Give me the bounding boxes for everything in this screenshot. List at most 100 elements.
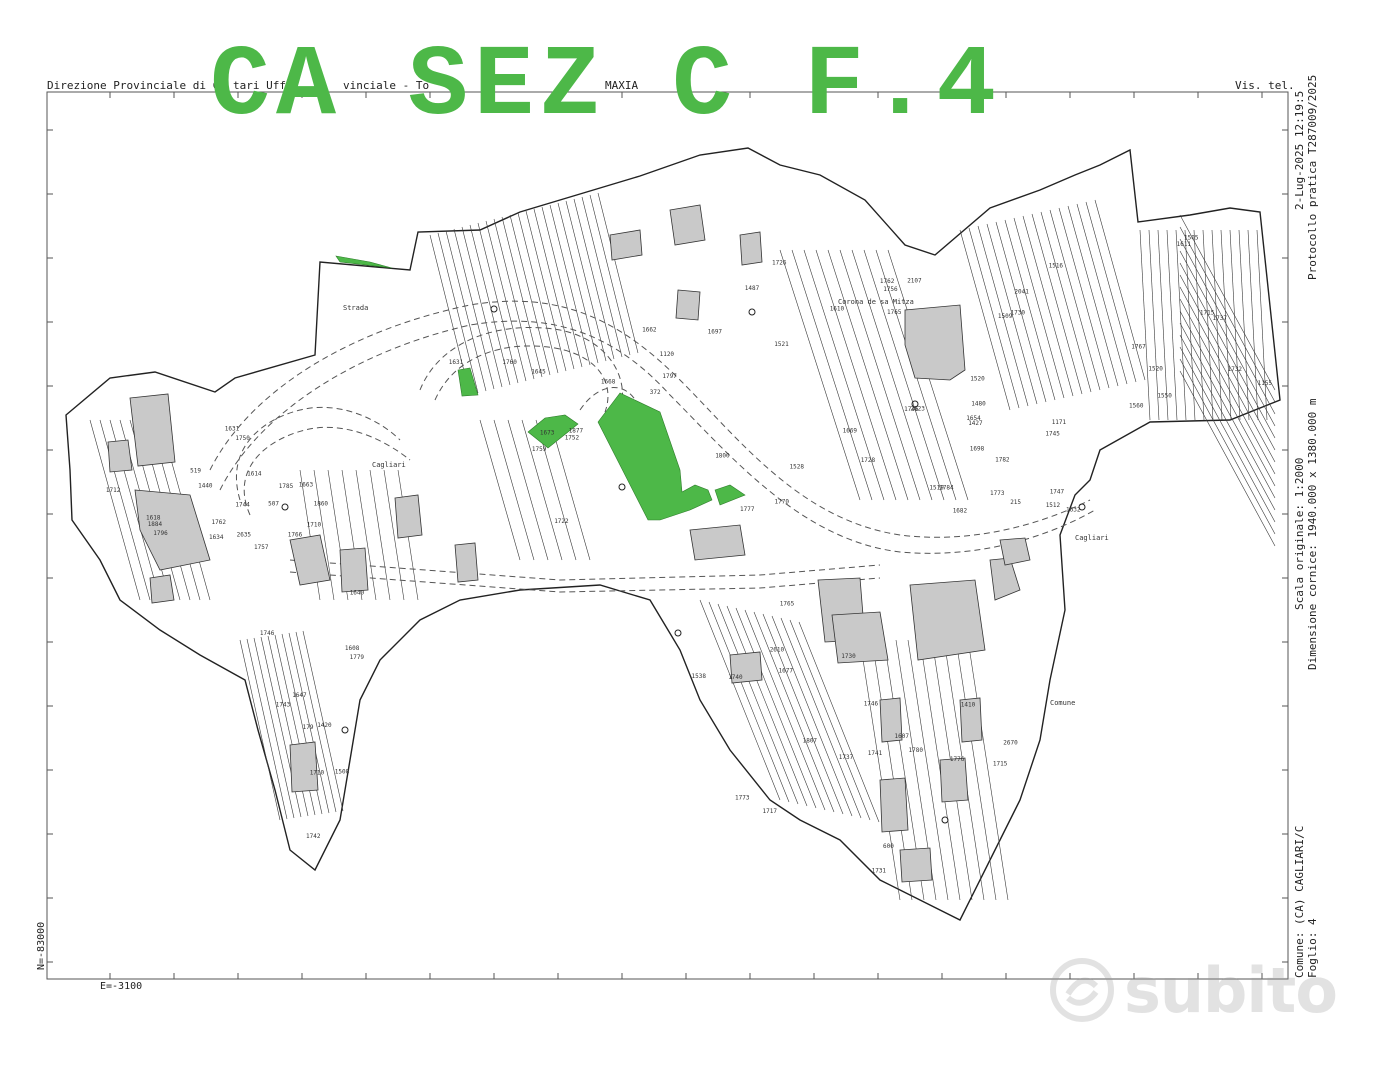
parcel-number: 519	[190, 468, 201, 475]
parcel-number: 1715	[993, 761, 1008, 768]
parcel-number: 1509	[998, 313, 1013, 320]
parcel-number: 1779	[350, 654, 365, 661]
margin-protocol: Protocollo pratica T287009/2025	[1306, 74, 1319, 280]
parcel-number: 1737	[839, 754, 854, 761]
parcel-number: 1669	[843, 428, 858, 435]
parcel-number: 1750	[235, 435, 250, 442]
parcel-number: 1737	[1213, 315, 1228, 322]
parcel-number: 1698	[970, 445, 985, 452]
parcel-number: 215	[1010, 499, 1021, 506]
parcel-number: 1516	[1049, 263, 1064, 270]
map-frame	[46, 91, 1289, 980]
parcel-number: 372	[650, 389, 661, 396]
parcel-number: 1884	[148, 521, 163, 528]
parcel-number: 1420	[317, 722, 332, 729]
parcel-number: 1762	[212, 519, 227, 526]
parcel-number: 1784	[939, 485, 954, 492]
parcel-number: 1520	[1148, 366, 1163, 373]
parcel-number: 1505	[1184, 234, 1199, 241]
parcel-number: 1631	[225, 425, 240, 432]
highlight-parcel-1	[457, 367, 479, 397]
buildings	[107, 204, 1031, 883]
highlight-parcel-4	[714, 484, 746, 506]
parcel-number: 1632	[1066, 507, 1081, 514]
parcel-number: 1782	[995, 457, 1010, 464]
parcel-number: 1740	[728, 674, 743, 681]
coord-east: E=-3100	[100, 981, 142, 992]
label-cagliari-1: Cagliari	[372, 461, 406, 469]
parcel-number: 1120	[660, 351, 675, 358]
parcel-number: 1697	[708, 328, 723, 335]
subito-logo-icon	[1050, 958, 1114, 1022]
parcel-number: 1712	[106, 487, 121, 494]
parcel-number: 1877	[569, 427, 584, 434]
parcel-number: 2610	[770, 647, 785, 654]
parcel-number: 1654	[966, 415, 981, 422]
parcel-number: 1631	[449, 359, 464, 366]
parcel-number: 1520	[970, 375, 985, 382]
parcel-number: 1780	[909, 747, 924, 754]
parcel-number: 600	[883, 843, 894, 850]
parcel-number: 1673	[540, 430, 555, 437]
parcel-number: 1710	[310, 770, 325, 777]
header-right: Vis. tel.	[1235, 79, 1295, 92]
parcel-number: 1682	[953, 508, 968, 515]
header-left: Direzione Provinciale di C	[47, 79, 220, 92]
parcel-number: 1807	[803, 737, 818, 744]
highlight-parcel-5	[335, 255, 393, 269]
parcel-number: 1538	[692, 673, 707, 680]
parcel-number: 1715	[1200, 309, 1215, 316]
parcel-number: 1730	[1011, 309, 1026, 316]
parcel-number: 1785	[279, 483, 294, 490]
margin-scale: Scala originale: 1:2000	[1293, 457, 1306, 610]
parcel-number: 1777	[740, 506, 755, 513]
parcel-number: 1607	[895, 733, 910, 740]
parcel-number: 1796	[153, 530, 168, 537]
parcel-number: 1728	[861, 457, 876, 464]
parcel-number: 1677	[779, 668, 794, 675]
parcel-number: 1634	[209, 534, 224, 541]
parcel-number: 1640	[350, 589, 365, 596]
parcel-number: 1528	[790, 463, 805, 470]
parcel-number: 1519	[929, 485, 944, 492]
subito-watermark: subito	[1050, 950, 1350, 1030]
parcel-lines	[89, 192, 1276, 901]
parcel-number: 1410	[961, 701, 976, 708]
parcel-number: 2635	[237, 532, 252, 539]
parcel-number: 1710	[307, 522, 322, 529]
parcel-number: 1741	[868, 750, 883, 757]
parcel-number: 1759	[532, 446, 547, 453]
parcel-number: 1610	[830, 306, 845, 313]
parcel-number: 1521	[774, 341, 789, 348]
parcel-number: 1773	[735, 795, 750, 802]
parcel-number: 1747	[1050, 489, 1065, 496]
parcel-number: 1760	[502, 359, 517, 366]
parcel-number: 1746	[260, 630, 275, 637]
parcel-number: 1647	[292, 692, 307, 699]
parcel-number: 1746	[904, 406, 919, 413]
highlight-parcel-3	[597, 392, 713, 521]
parcel-number: 1171	[1052, 419, 1067, 426]
parcel-number: 1645	[531, 369, 546, 376]
parcel-number: 2041	[1014, 288, 1029, 295]
parcel-number: 1717	[763, 808, 778, 815]
survey-points	[281, 305, 1086, 824]
parcel-number: 1508	[335, 769, 350, 776]
parcel-number: 1550	[1157, 392, 1172, 399]
parcel-number: 1614	[247, 471, 262, 478]
parcel-number-labels: 1440174417591120150915202623261014101420…	[106, 234, 1273, 874]
parcel-number: 1757	[254, 544, 269, 551]
parcel-number: 1662	[642, 326, 657, 333]
parcel-number: 1730	[841, 653, 856, 660]
parcel-number: 1663	[299, 481, 314, 488]
parcel-number: 2623	[910, 406, 925, 413]
label-corona: Corona de sa Mitza	[838, 298, 914, 306]
parcel-number: 1766	[288, 531, 303, 538]
parcel-number: 1756	[883, 286, 898, 293]
parcel-number: 1765	[887, 309, 902, 316]
parcel-number: 179	[303, 724, 314, 731]
label-strada: Strada	[343, 304, 368, 312]
parcel-number: 1155	[1258, 380, 1273, 387]
subito-wordmark: subito	[1124, 953, 1338, 1027]
